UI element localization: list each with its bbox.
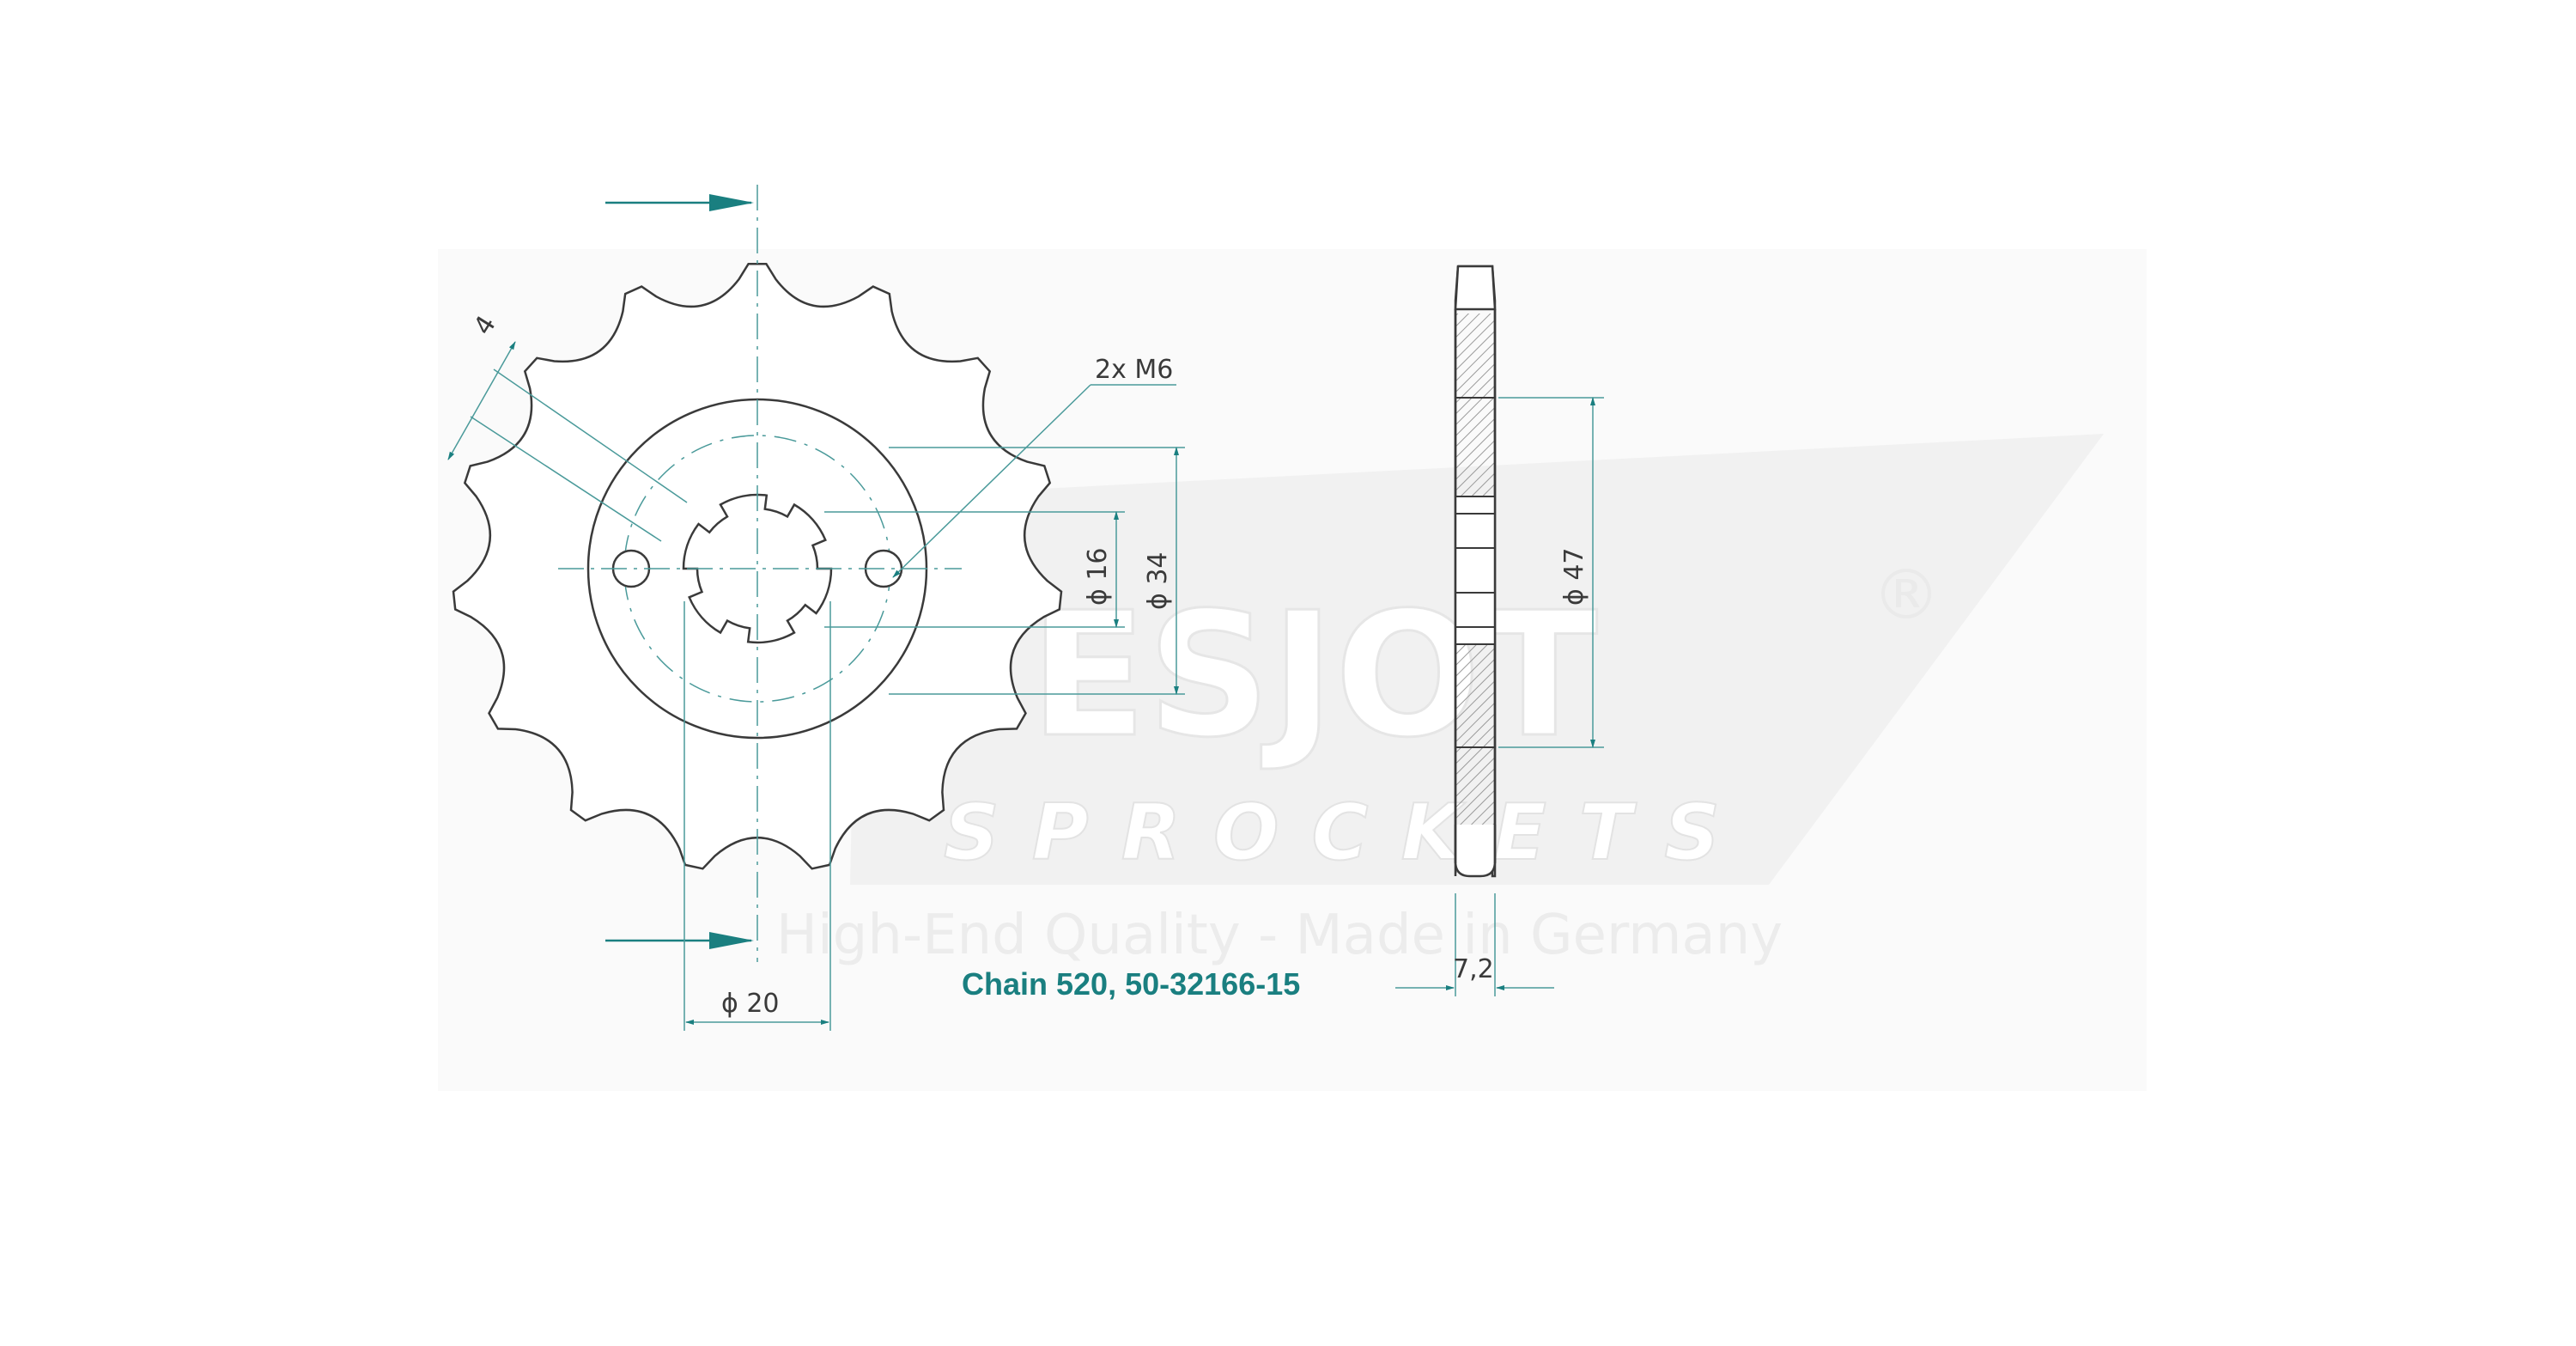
watermark-tagline: High-End Quality - Made in Germany [776, 904, 1783, 967]
watermark-registered: ® [1872, 555, 1941, 635]
bolt-circle-label: ϕ 34 [1143, 552, 1173, 611]
spline-bore [682, 493, 833, 644]
watermark-brand: ESJOT [1030, 576, 1598, 776]
side-view-tooth-top [1454, 265, 1497, 311]
side-view-tooth-bottom [1454, 825, 1497, 878]
section-arrow-top-head [709, 194, 754, 211]
side-view-spline-core [1455, 547, 1496, 594]
bolts-label: 2x M6 [1095, 355, 1173, 385]
side-view-spline-top [1455, 496, 1496, 515]
bore-label: ϕ 16 [1083, 548, 1113, 606]
section-arrows [605, 194, 754, 949]
side-view-spline-ring-bottom [1455, 592, 1496, 628]
section-arrow-bottom-head [709, 932, 754, 949]
spline-label: ϕ 20 [721, 989, 780, 1019]
part-caption: Chain 520, 50-32166-15 [962, 966, 1300, 1002]
tooth-width-dimension-line [447, 341, 516, 460]
sprocket-front-view [452, 185, 1063, 962]
bolt-leader-line [892, 384, 1091, 578]
sprocket-side-view [1454, 265, 1497, 878]
watermark-subtitle: SPROCKETS [944, 788, 1753, 878]
hub-label: ϕ 47 [1559, 548, 1589, 606]
tooth-width-extension-1 [493, 368, 688, 503]
side-view-spline-bottom [1455, 626, 1496, 645]
front-view-dimensions [447, 341, 1185, 1031]
side-view-dimensions [1395, 397, 1604, 996]
thickness-label: 7,2 [1453, 954, 1494, 984]
side-view-spline-ring-top [1455, 513, 1496, 549]
